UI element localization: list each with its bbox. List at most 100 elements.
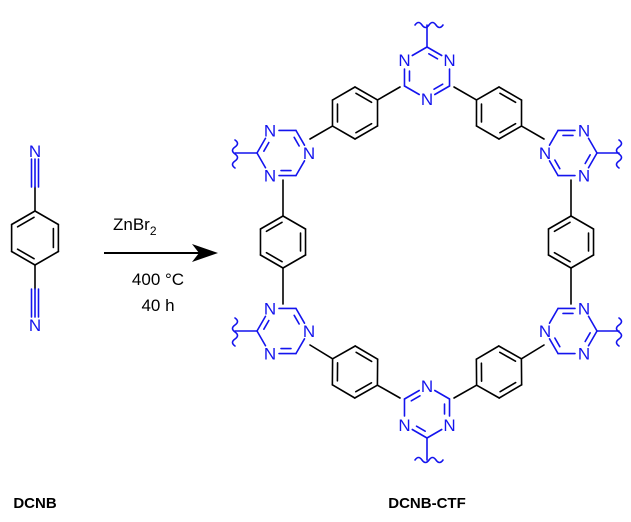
phenylene-1-bond — [354, 125, 379, 140]
temperature-label: 400 °C — [132, 270, 184, 289]
triazine-5-bond — [256, 315, 267, 332]
triazine-1-wavy-bond — [414, 21, 444, 29]
phenylene-1-bond — [331, 86, 356, 101]
dcnb-ring-bond — [34, 210, 60, 226]
dcnb-ring-bond — [34, 250, 60, 266]
triazine-2-bond — [587, 152, 598, 169]
phenylene-1-double-bond — [355, 122, 373, 134]
triazine-5-double-bond — [263, 319, 270, 330]
triazine-6-double-bond — [263, 141, 270, 152]
phenylene-2-bond — [475, 86, 500, 101]
triazine-5-bond — [295, 337, 306, 355]
phenylene-4-bond — [475, 384, 501, 399]
phenylene-4-double-bond — [498, 351, 517, 362]
triazine-5-nitrogen: N — [264, 300, 276, 319]
triazine-framework — [30, 21, 623, 464]
triazine-3-nitrogen: N — [578, 300, 590, 319]
triazine-4-double-bond — [410, 395, 421, 402]
phenylene-5-bond — [353, 384, 379, 399]
phenylene-3-double-bond — [553, 251, 571, 263]
triazine-1-double-bond — [428, 53, 439, 60]
dcnb-ring-bond — [10, 250, 36, 266]
phenylene-4-bond — [475, 345, 500, 360]
triazine-3-nitrogen: N — [539, 322, 551, 341]
triazine-4-bond — [411, 428, 428, 439]
triazine-4-wavy-bond — [414, 456, 444, 464]
phenylene-3-bond — [547, 215, 572, 230]
time-label: 40 h — [141, 296, 174, 315]
phenylene-6-double-bond — [265, 221, 283, 233]
phenylene-5-link-bond — [376, 384, 401, 399]
triazine-6-bond — [295, 159, 306, 177]
triazine-6-bond — [256, 137, 267, 154]
triazine-2-bond — [587, 137, 598, 154]
triazine-3-bond — [548, 337, 559, 355]
triazine-6-nitrogen: N — [264, 122, 276, 141]
triazine-4-bond — [426, 428, 443, 439]
triazine-6-wavy-bond — [231, 139, 239, 169]
triazine-1-bond — [411, 46, 428, 57]
phenylene-2-bond — [498, 86, 523, 101]
triazine-6-bond — [295, 129, 306, 147]
dcnb-nitrile-nitrogen: N — [29, 316, 41, 335]
monomer-label: DCNB — [13, 495, 56, 512]
triazine-6-double-bond — [293, 136, 300, 147]
triazine-3-bond — [587, 330, 598, 347]
phenylene-4-link-bond — [520, 344, 545, 360]
phenylene-5-double-bond — [355, 351, 373, 363]
phenylene-2-link-bond — [453, 86, 478, 101]
triazine-1-bond — [403, 85, 421, 96]
triazine-6-nitrogen: N — [303, 144, 315, 163]
triazine-1-bond — [433, 85, 451, 96]
triazine-5-bond — [295, 307, 306, 325]
phenylene-6-bond — [282, 254, 307, 269]
phenylene-3-bond — [570, 215, 595, 230]
triazine-2-nitrogen: N — [578, 167, 590, 186]
triazine-4-nitrogen: N — [421, 377, 433, 396]
carbon-framework — [10, 86, 595, 399]
phenylene-3-bond — [547, 254, 572, 269]
triazine-3-nitrogen: N — [578, 345, 590, 364]
phenylene-2-bond — [475, 125, 500, 140]
triazine-5-wavy-bond — [231, 317, 239, 347]
dcnb-ring-double-bond — [16, 216, 35, 228]
triazine-4-nitrogen: N — [398, 416, 410, 435]
dcnb-nitrile-nitrogen: N — [29, 142, 41, 161]
phenylene-4-bond — [498, 384, 523, 399]
triazine-5-double-bond — [293, 314, 300, 325]
phenylene-5-bond — [331, 345, 357, 360]
phenylene-4-link-bond — [453, 384, 478, 399]
phenylene-1-bond — [331, 125, 356, 140]
triazine-5-bond — [256, 330, 267, 347]
triazine-1-nitrogen: N — [398, 51, 410, 70]
phenylene-5-link-bond — [309, 344, 334, 360]
reaction-arrow-head — [192, 244, 218, 262]
phenylene-2-link-bond — [520, 125, 545, 140]
reagent-label: ZnBr2 — [113, 215, 157, 238]
triazine-3-bond — [548, 307, 559, 325]
phenylene-5-double-bond — [354, 382, 373, 393]
phenylene-1-link-bond — [376, 86, 401, 101]
triazine-2-bond — [548, 129, 559, 147]
triazine-1-bond — [426, 46, 443, 57]
triazine-1-double-bond — [433, 83, 444, 90]
triazine-3-wavy-bond — [615, 317, 623, 347]
triazine-2-double-bond — [554, 159, 561, 170]
phenylene-4-double-bond — [499, 381, 517, 393]
product-label: DCNB-CTF — [388, 495, 465, 512]
triazine-5-nitrogen: N — [264, 345, 276, 364]
triazine-4-nitrogen: N — [443, 416, 455, 435]
triazine-5-nitrogen: N — [303, 322, 315, 341]
triazine-3-double-bond — [554, 337, 561, 348]
triazine-6-nitrogen: N — [264, 167, 276, 186]
phenylene-4-bond — [497, 345, 523, 360]
triazine-2-nitrogen: N — [578, 122, 590, 141]
phenylene-2-bond — [498, 125, 523, 140]
triazine-2-bond — [548, 159, 559, 177]
dcnb-ring-bond — [10, 210, 36, 226]
phenylene-6-double-bond — [265, 251, 283, 263]
triazine-3-bond — [587, 315, 598, 332]
